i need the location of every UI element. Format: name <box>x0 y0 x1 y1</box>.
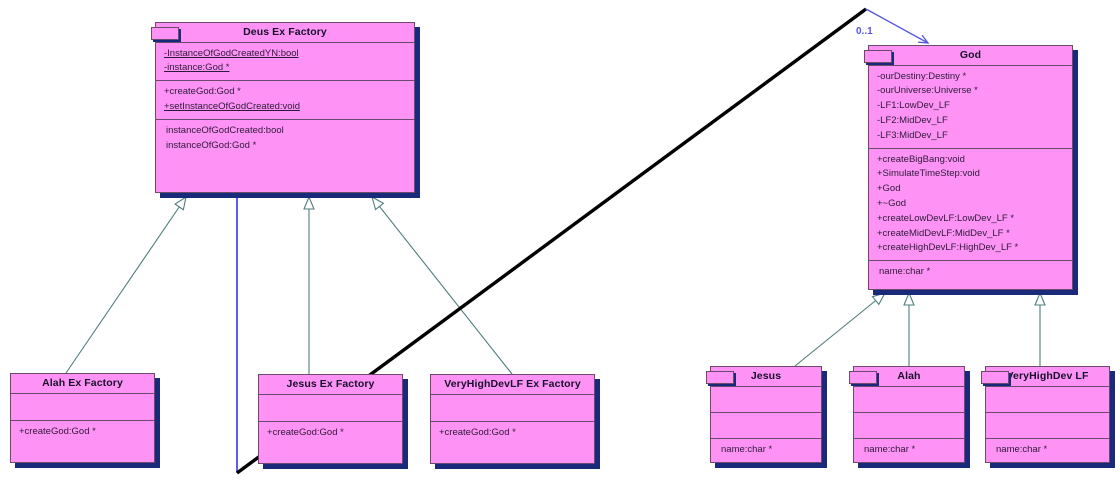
class-extra: name:char * <box>996 444 1048 456</box>
uml-class-jesus[interactable]: Jesus name:char * <box>706 366 822 463</box>
class-attribute: -LF2:MidDev_LF <box>877 114 948 126</box>
class-title: VeryHighDevLF Ex Factory <box>444 378 581 390</box>
uml-class-veryhighdevlf-ex-factory[interactable]: VeryHighDevLF Ex Factory +createGod:God … <box>430 374 595 464</box>
class-title: Alah <box>897 370 921 382</box>
class-attribute: -ourDestiny:Destiny * <box>877 70 967 82</box>
class-extra: name:char * <box>879 266 931 278</box>
class-operation: +createLowDevLF:LowDev_LF * <box>877 212 1015 224</box>
class-operation: +createMidDevLF:MidDev_LF * <box>877 227 1010 239</box>
empty-compartment <box>259 399 402 417</box>
class-operation: +createGod:God * <box>267 426 344 438</box>
class-title: Jesus Ex Factory <box>286 378 375 390</box>
class-attributes-section <box>431 393 594 421</box>
class-operation: +createHighDevLF:HighDev_LF * <box>877 242 1019 254</box>
class-extra: instanceOfGod:God * <box>166 139 257 151</box>
empty-compartment <box>854 391 964 408</box>
class-title: Alah Ex Factory <box>42 377 123 389</box>
class-extra: instanceOfGodCreated:bool <box>166 124 284 136</box>
inheritance-jesus-to-god <box>794 292 887 367</box>
class-operations-section: +createBigBang:void +SimulateTimeStep:vo… <box>869 147 1072 261</box>
class-attribute: -ourUniverse:Universe * <box>877 85 978 97</box>
class-title: God <box>959 49 982 61</box>
class-operation: +createGod:God * <box>164 86 241 98</box>
empty-compartment <box>431 399 594 417</box>
class-attributes-section <box>986 385 1109 412</box>
class-operations-section: +createGod:God * +setInstanceOfGodCreate… <box>156 80 414 119</box>
empty-compartment <box>11 398 154 416</box>
class-extra: name:char * <box>721 444 773 456</box>
uml-class-deus-ex-factory[interactable]: Deus Ex Factory -InstanceOfGodCreatedYN:… <box>151 22 415 193</box>
class-marker-icon <box>151 27 179 40</box>
class-extras-section: name:char * <box>869 260 1072 289</box>
class-attributes-section <box>259 393 402 421</box>
association-arrow-to-god <box>865 8 930 44</box>
class-operations-section <box>711 411 821 438</box>
class-operation: +God <box>877 183 901 195</box>
uml-class-alah[interactable]: Alah name:char * <box>849 366 965 463</box>
class-title: VeryHighDev LF <box>1006 370 1089 382</box>
class-attributes-section: -ourDestiny:Destiny * -ourUniverse:Unive… <box>869 64 1072 148</box>
class-marker-icon <box>864 50 892 63</box>
class-marker-icon <box>849 371 877 384</box>
empty-compartment <box>711 391 821 408</box>
class-title: Deus Ex Factory <box>243 26 327 38</box>
class-attributes-section: -InstanceOfGodCreatedYN:bool -instance:G… <box>156 41 414 81</box>
class-operation: +setInstanceOfGodCreated:void <box>164 100 300 112</box>
class-operation: +SimulateTimeStep:void <box>877 168 980 180</box>
class-attribute: -instance:God * <box>164 62 230 74</box>
class-operations-section <box>986 411 1109 438</box>
empty-compartment <box>986 417 1109 434</box>
class-extras-section: name:char * <box>986 438 1109 462</box>
class-attributes-section <box>854 385 964 412</box>
class-marker-icon <box>706 371 734 384</box>
uml-class-god[interactable]: God -ourDestiny:Destiny * -ourUniverse:U… <box>864 45 1073 290</box>
class-attributes-section <box>711 385 821 412</box>
class-operation: +createGod:God * <box>439 426 516 438</box>
inheritance-alahexfactory-to-deusexfactory <box>65 195 187 374</box>
inheritance-veryhighdevlfexfactory-to-deusexfactory <box>371 195 513 375</box>
class-operations-section <box>854 411 964 438</box>
empty-compartment <box>711 417 821 434</box>
class-operation: +~God <box>877 198 907 210</box>
empty-compartment <box>854 417 964 434</box>
class-operations-section: +createGod:God * <box>259 420 402 463</box>
uml-class-alah-ex-factory[interactable]: Alah Ex Factory +createGod:God * <box>10 373 155 463</box>
uml-class-jesus-ex-factory[interactable]: Jesus Ex Factory +createGod:God * <box>258 374 403 464</box>
class-marker-icon <box>981 371 1009 384</box>
class-extras-section: instanceOfGodCreated:bool instanceOfGod:… <box>156 118 414 192</box>
class-extras-section: name:char * <box>854 438 964 462</box>
class-operations-section: +createGod:God * <box>11 419 154 462</box>
class-extra: name:char * <box>864 444 916 456</box>
uml-class-veryhighdev-lf[interactable]: VeryHighDev LF name:char * <box>981 366 1110 463</box>
class-extras-section: name:char * <box>711 438 821 462</box>
association-multiplicity-label: 0..1 <box>856 26 873 37</box>
class-attributes-section <box>11 392 154 420</box>
class-attribute: -InstanceOfGodCreatedYN:bool <box>164 47 299 59</box>
class-operation: +createGod:God * <box>19 425 96 437</box>
class-operations-section: +createGod:God * <box>431 420 594 463</box>
class-attribute: -LF1:LowDev_LF <box>877 100 950 112</box>
class-attribute: -LF3:MidDev_LF <box>877 129 948 141</box>
empty-compartment <box>986 391 1109 408</box>
class-operation: +createBigBang:void <box>877 153 965 165</box>
